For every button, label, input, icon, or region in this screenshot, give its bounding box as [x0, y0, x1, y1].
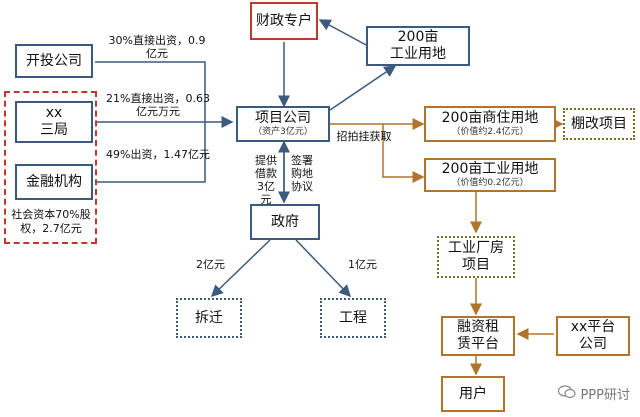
- node-jinrong-label: 金融机构: [26, 173, 82, 190]
- node-land-industrial-bottom: 200亩工业用地 （价值约0.2亿元）: [424, 158, 556, 192]
- edge-zhengfu-to-gongcheng: [295, 239, 352, 298]
- label-right-amount: 1亿元: [348, 258, 377, 271]
- watermark: PPP研讨: [558, 384, 630, 403]
- label-auction: 招拍挂获取: [336, 130, 392, 143]
- label-loan: 提供借款3亿元: [255, 154, 277, 206]
- edge-xiangmu-to-industrial-bottom: [382, 124, 425, 183]
- node-penggai-label: 棚改项目: [571, 115, 627, 132]
- node-land-residential-title: 200亩商住用地: [441, 110, 539, 126]
- node-changfang: 工业厂房项目: [437, 236, 515, 278]
- node-land-residential: 200亩商住用地 （价值约2.4亿元）: [424, 106, 556, 142]
- node-land-industrial-top-line2: 工业用地: [390, 46, 446, 62]
- label-kaitou-invest: 30%直接出资，0.9亿元: [108, 34, 206, 60]
- node-xiangmu-title: 项目公司: [255, 110, 311, 126]
- node-xiangmu-sub: （资产3亿元）: [253, 127, 313, 137]
- node-rongzi: 融资租赁平台: [441, 316, 515, 356]
- node-xx-sanju-line1: xx: [45, 105, 63, 121]
- edge-jinrong-to-xiangmu: [95, 122, 206, 183]
- watermark-text: PPP研讨: [580, 388, 630, 403]
- edge-kaitou-to-xiangmu: [95, 61, 206, 122]
- node-xx-sanju: xx 三局: [15, 101, 93, 143]
- node-chaiqian-label: 拆迁: [195, 309, 223, 326]
- node-gongcheng-label: 工程: [339, 309, 367, 326]
- node-land-residential-sub: （价值约2.4亿元）: [451, 127, 529, 137]
- node-kaitou: 开投公司: [15, 44, 93, 78]
- node-gongcheng: 工程: [320, 298, 386, 338]
- node-zhengfu: 政府: [250, 204, 320, 240]
- shehui-label: 社会资本70%股权，2.7亿元: [11, 208, 91, 235]
- node-rongzi-label: 融资租赁平台: [457, 319, 499, 352]
- node-yonghu: 用户: [441, 376, 505, 412]
- node-yonghu-label: 用户: [459, 385, 487, 402]
- node-land-industrial-bottom-sub: （价值约0.2亿元）: [451, 178, 529, 188]
- node-land-industrial-top: 200亩 工业用地: [366, 26, 470, 66]
- node-changfang-label: 工业厂房项目: [448, 240, 504, 273]
- node-caizheng: 财政专户: [250, 2, 318, 40]
- edge-xiangmu-to-land-top: [329, 65, 397, 111]
- node-zhengfu-label: 政府: [271, 213, 299, 230]
- node-penggai: 棚改项目: [563, 108, 635, 140]
- node-xx-sanju-line2: 三局: [40, 122, 68, 138]
- node-xx-platform: xx平台公司: [556, 316, 630, 356]
- edge-zhengfu-to-chaiqian: [210, 239, 271, 298]
- edge-land-top-to-caizheng: [318, 19, 369, 47]
- node-jinrong: 金融机构: [15, 164, 93, 200]
- node-xx-platform-label: xx平台公司: [570, 319, 616, 352]
- social-capital-group: [4, 91, 97, 244]
- label-xx-invest: 21%直接出资，0.63亿元万元: [106, 92, 210, 118]
- node-land-industrial-top-line1: 200亩: [397, 29, 439, 45]
- label-jinrong-invest: 49%出资，1.47亿元: [106, 148, 210, 161]
- label-agreement: 签署购地协议: [291, 154, 313, 193]
- node-kaitou-label: 开投公司: [26, 52, 82, 69]
- node-land-industrial-bottom-title: 200亩工业用地: [441, 161, 539, 177]
- node-chaiqian: 拆迁: [176, 298, 242, 338]
- chat-bubble-icon: [558, 384, 577, 403]
- node-xiangmu: 项目公司 （资产3亿元）: [236, 106, 330, 142]
- node-caizheng-label: 财政专户: [256, 12, 312, 29]
- label-left-amount: 2亿元: [196, 258, 225, 271]
